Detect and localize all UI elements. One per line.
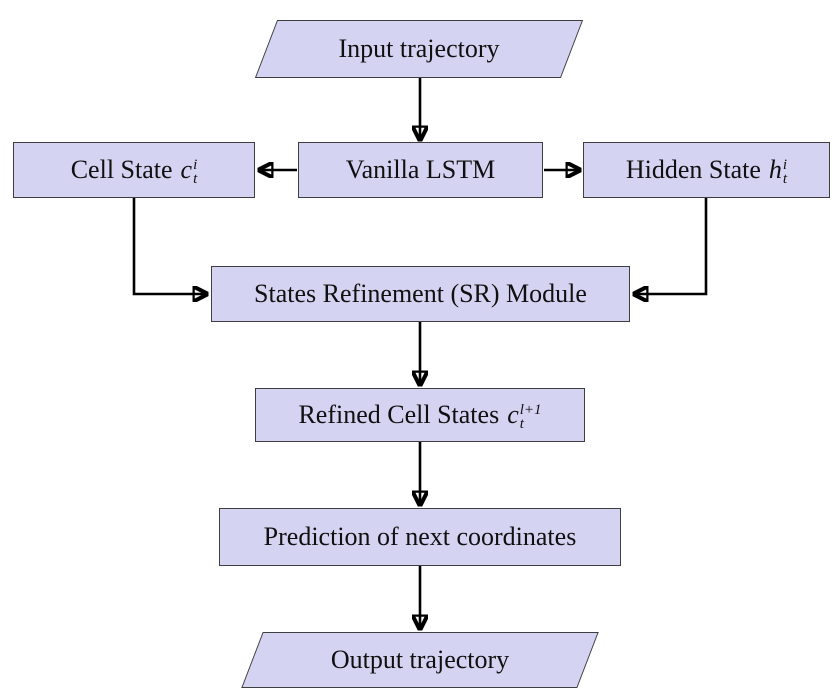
node-input-trajectory: Input trajectory bbox=[254, 20, 584, 78]
node-label: Prediction of next coordinates bbox=[263, 522, 577, 551]
node-label: States Refinement (SR) Module bbox=[254, 279, 587, 308]
node-label: Output trajectory bbox=[330, 645, 510, 674]
node-output-trajectory: Output trajectory bbox=[241, 632, 599, 688]
node-vanilla-lstm: Vanilla LSTM bbox=[298, 142, 543, 198]
arrow-cell-state-to-sr-module bbox=[132, 198, 206, 294]
node-label: Vanilla LSTM bbox=[345, 155, 496, 184]
arrow-hidden-state-to-sr-module bbox=[635, 198, 708, 294]
node-sr-module: States Refinement (SR) Module bbox=[211, 266, 630, 322]
node-prediction: Prediction of next coordinates bbox=[219, 508, 621, 566]
node-label: Input trajectory bbox=[338, 34, 500, 63]
